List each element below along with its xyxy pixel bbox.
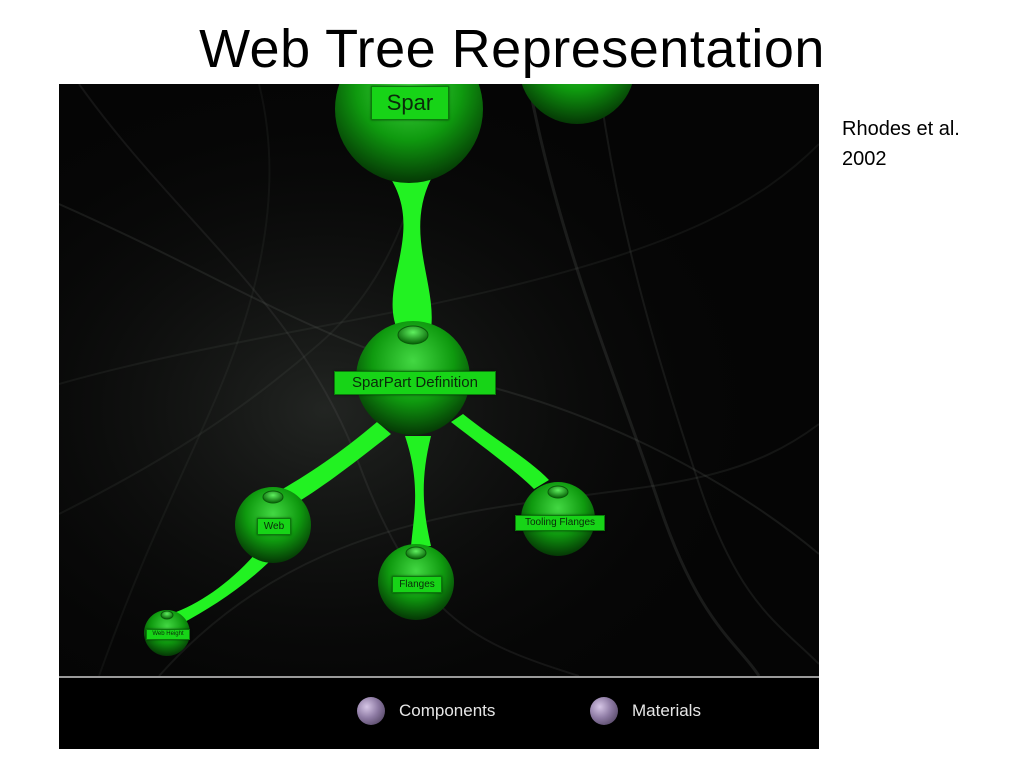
tree-branches <box>171 179 549 624</box>
slide-title: Web Tree Representation <box>199 19 825 79</box>
node-label-sparpart[interactable]: SparPart Definition <box>334 371 496 395</box>
branch-sparpart-flanges <box>405 436 431 546</box>
branch-spar-sparpart <box>391 179 432 329</box>
node-label-spar[interactable]: Spar <box>371 86 449 120</box>
materials-dot-icon[interactable] <box>590 697 618 725</box>
node-label-flanges[interactable]: Flanges <box>392 576 442 593</box>
node-label-tooling[interactable]: Tooling Flanges <box>515 515 605 531</box>
branch-sparpart-tooling <box>451 414 549 489</box>
legend-bar: Components Materials <box>59 676 819 749</box>
legend-components[interactable]: Components <box>357 694 495 728</box>
web-tree-visualization: Spar SparPart Definition Web Flanges Too… <box>59 84 819 749</box>
node-sphere-top-right <box>521 84 633 124</box>
node-label-web-height[interactable]: Web Height <box>146 629 190 640</box>
components-dot-icon[interactable] <box>357 697 385 725</box>
citation: Rhodes et al. 2002 <box>842 114 960 174</box>
citation-year: 2002 <box>842 148 887 170</box>
legend-materials-label: Materials <box>632 701 701 720</box>
branch-sparpart-web <box>274 422 391 506</box>
legend-components-label: Components <box>399 701 496 720</box>
branch-web-webheight <box>171 552 269 624</box>
citation-authors: Rhodes et al. <box>842 118 960 140</box>
node-label-web[interactable]: Web <box>257 518 291 535</box>
legend-materials[interactable]: Materials <box>590 694 701 728</box>
